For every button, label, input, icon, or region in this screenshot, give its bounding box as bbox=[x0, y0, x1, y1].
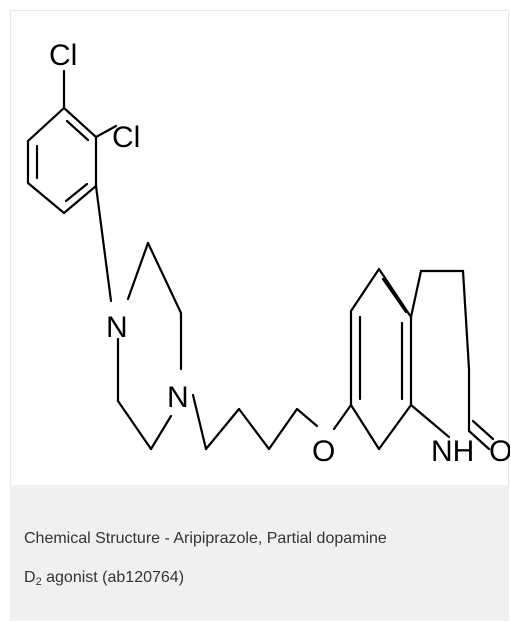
atom-cl-top: Cl bbox=[49, 39, 77, 72]
caption-line-2-rest: agonist (ab120764) bbox=[41, 569, 185, 586]
chemical-structure-diagram: Cl Cl N N O bbox=[26, 39, 510, 468]
atom-cl-side: Cl bbox=[112, 121, 140, 154]
lactam-ring bbox=[409, 269, 471, 439]
atom-n-lower: N bbox=[167, 381, 189, 414]
caption-d: D bbox=[24, 569, 36, 586]
image-caption: Chemical Structure - Aripiprazole, Parti… bbox=[10, 485, 509, 621]
bond-aryl-n bbox=[94, 184, 113, 303]
caption-subscript: 2 bbox=[35, 576, 42, 588]
bond-cl-side bbox=[94, 124, 118, 139]
bond-o-aryl bbox=[332, 403, 353, 431]
bond-carbonyl-2 bbox=[471, 419, 495, 441]
caption-line-2: D2 agonist (ab120764) bbox=[24, 558, 497, 597]
caption-line-1: Chemical Structure - Aripiprazole, Parti… bbox=[24, 530, 387, 547]
dichlorophenyl-ring bbox=[26, 106, 98, 215]
chemical-structure-figure: Cl Cl N N O bbox=[10, 10, 510, 485]
atom-nh: NH bbox=[431, 435, 474, 468]
butyl-linker bbox=[191, 393, 319, 451]
atom-o-carbonyl: O bbox=[489, 435, 510, 468]
quinolinone-benzene-ring bbox=[349, 267, 413, 451]
bond-carbonyl-1 bbox=[467, 429, 491, 451]
piperazine-ring bbox=[116, 241, 183, 451]
atom-o-ether: O bbox=[312, 435, 335, 468]
atom-n-upper: N bbox=[106, 311, 128, 344]
